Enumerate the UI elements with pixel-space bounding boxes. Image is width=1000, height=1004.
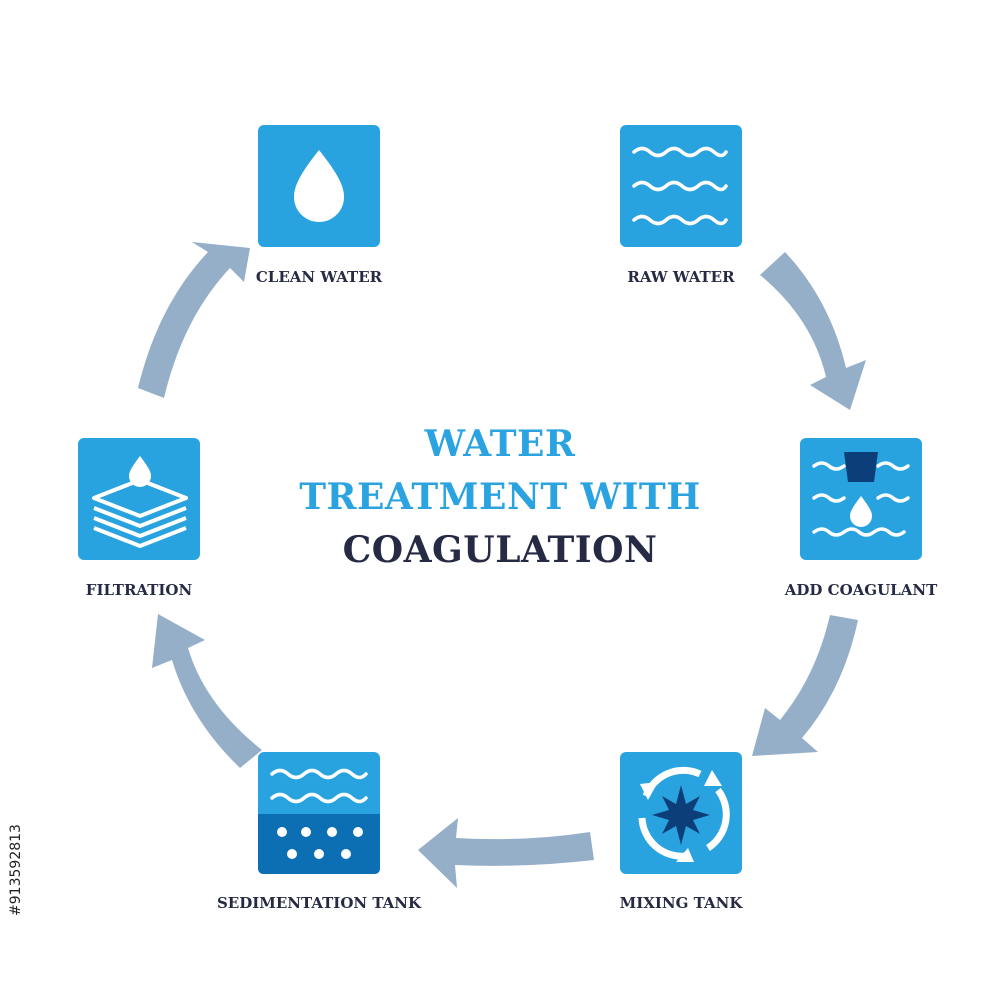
title-line-2: TREATMENT WITH: [299, 476, 701, 518]
mixing-impeller-icon: [620, 752, 742, 874]
coagulant-dose-icon: [800, 438, 922, 560]
step-label: FILTRATION: [86, 581, 193, 599]
filter-layers-icon: [78, 438, 200, 560]
title-line-1: WATER: [424, 423, 576, 465]
image-id: #913592813: [8, 824, 24, 916]
step-raw-water: RAW WATER: [620, 125, 742, 286]
step-label: SEDIMENTATION TANK: [217, 894, 422, 912]
step-label: RAW WATER: [627, 268, 735, 286]
step-clean-water: CLEAN WATER: [256, 125, 383, 286]
arrow-raw-to-coagulant: [760, 252, 866, 410]
step-label: CLEAN WATER: [256, 268, 383, 286]
step-label: MIXING TANK: [620, 894, 744, 912]
step-add-coagulant: ADD COAGULANT: [784, 438, 938, 599]
title-line-3: COAGULATION: [342, 529, 658, 571]
step-mixing-tank: MIXING TANK: [620, 752, 744, 912]
step-filtration: FILTRATION: [78, 438, 200, 599]
arrow-filtration-to-clean: [138, 242, 250, 398]
step-sedimentation-tank: SEDIMENTATION TANK: [217, 752, 422, 912]
waves-icon: [620, 125, 742, 247]
water-drop-icon: [258, 125, 380, 247]
arrow-coagulant-to-mixing: [752, 615, 858, 756]
arrow-mixing-to-sedimentation: [418, 818, 594, 888]
step-label: ADD COAGULANT: [784, 581, 938, 599]
sediment-icon: [258, 752, 380, 874]
arrow-sedimentation-to-filtration: [152, 614, 262, 768]
